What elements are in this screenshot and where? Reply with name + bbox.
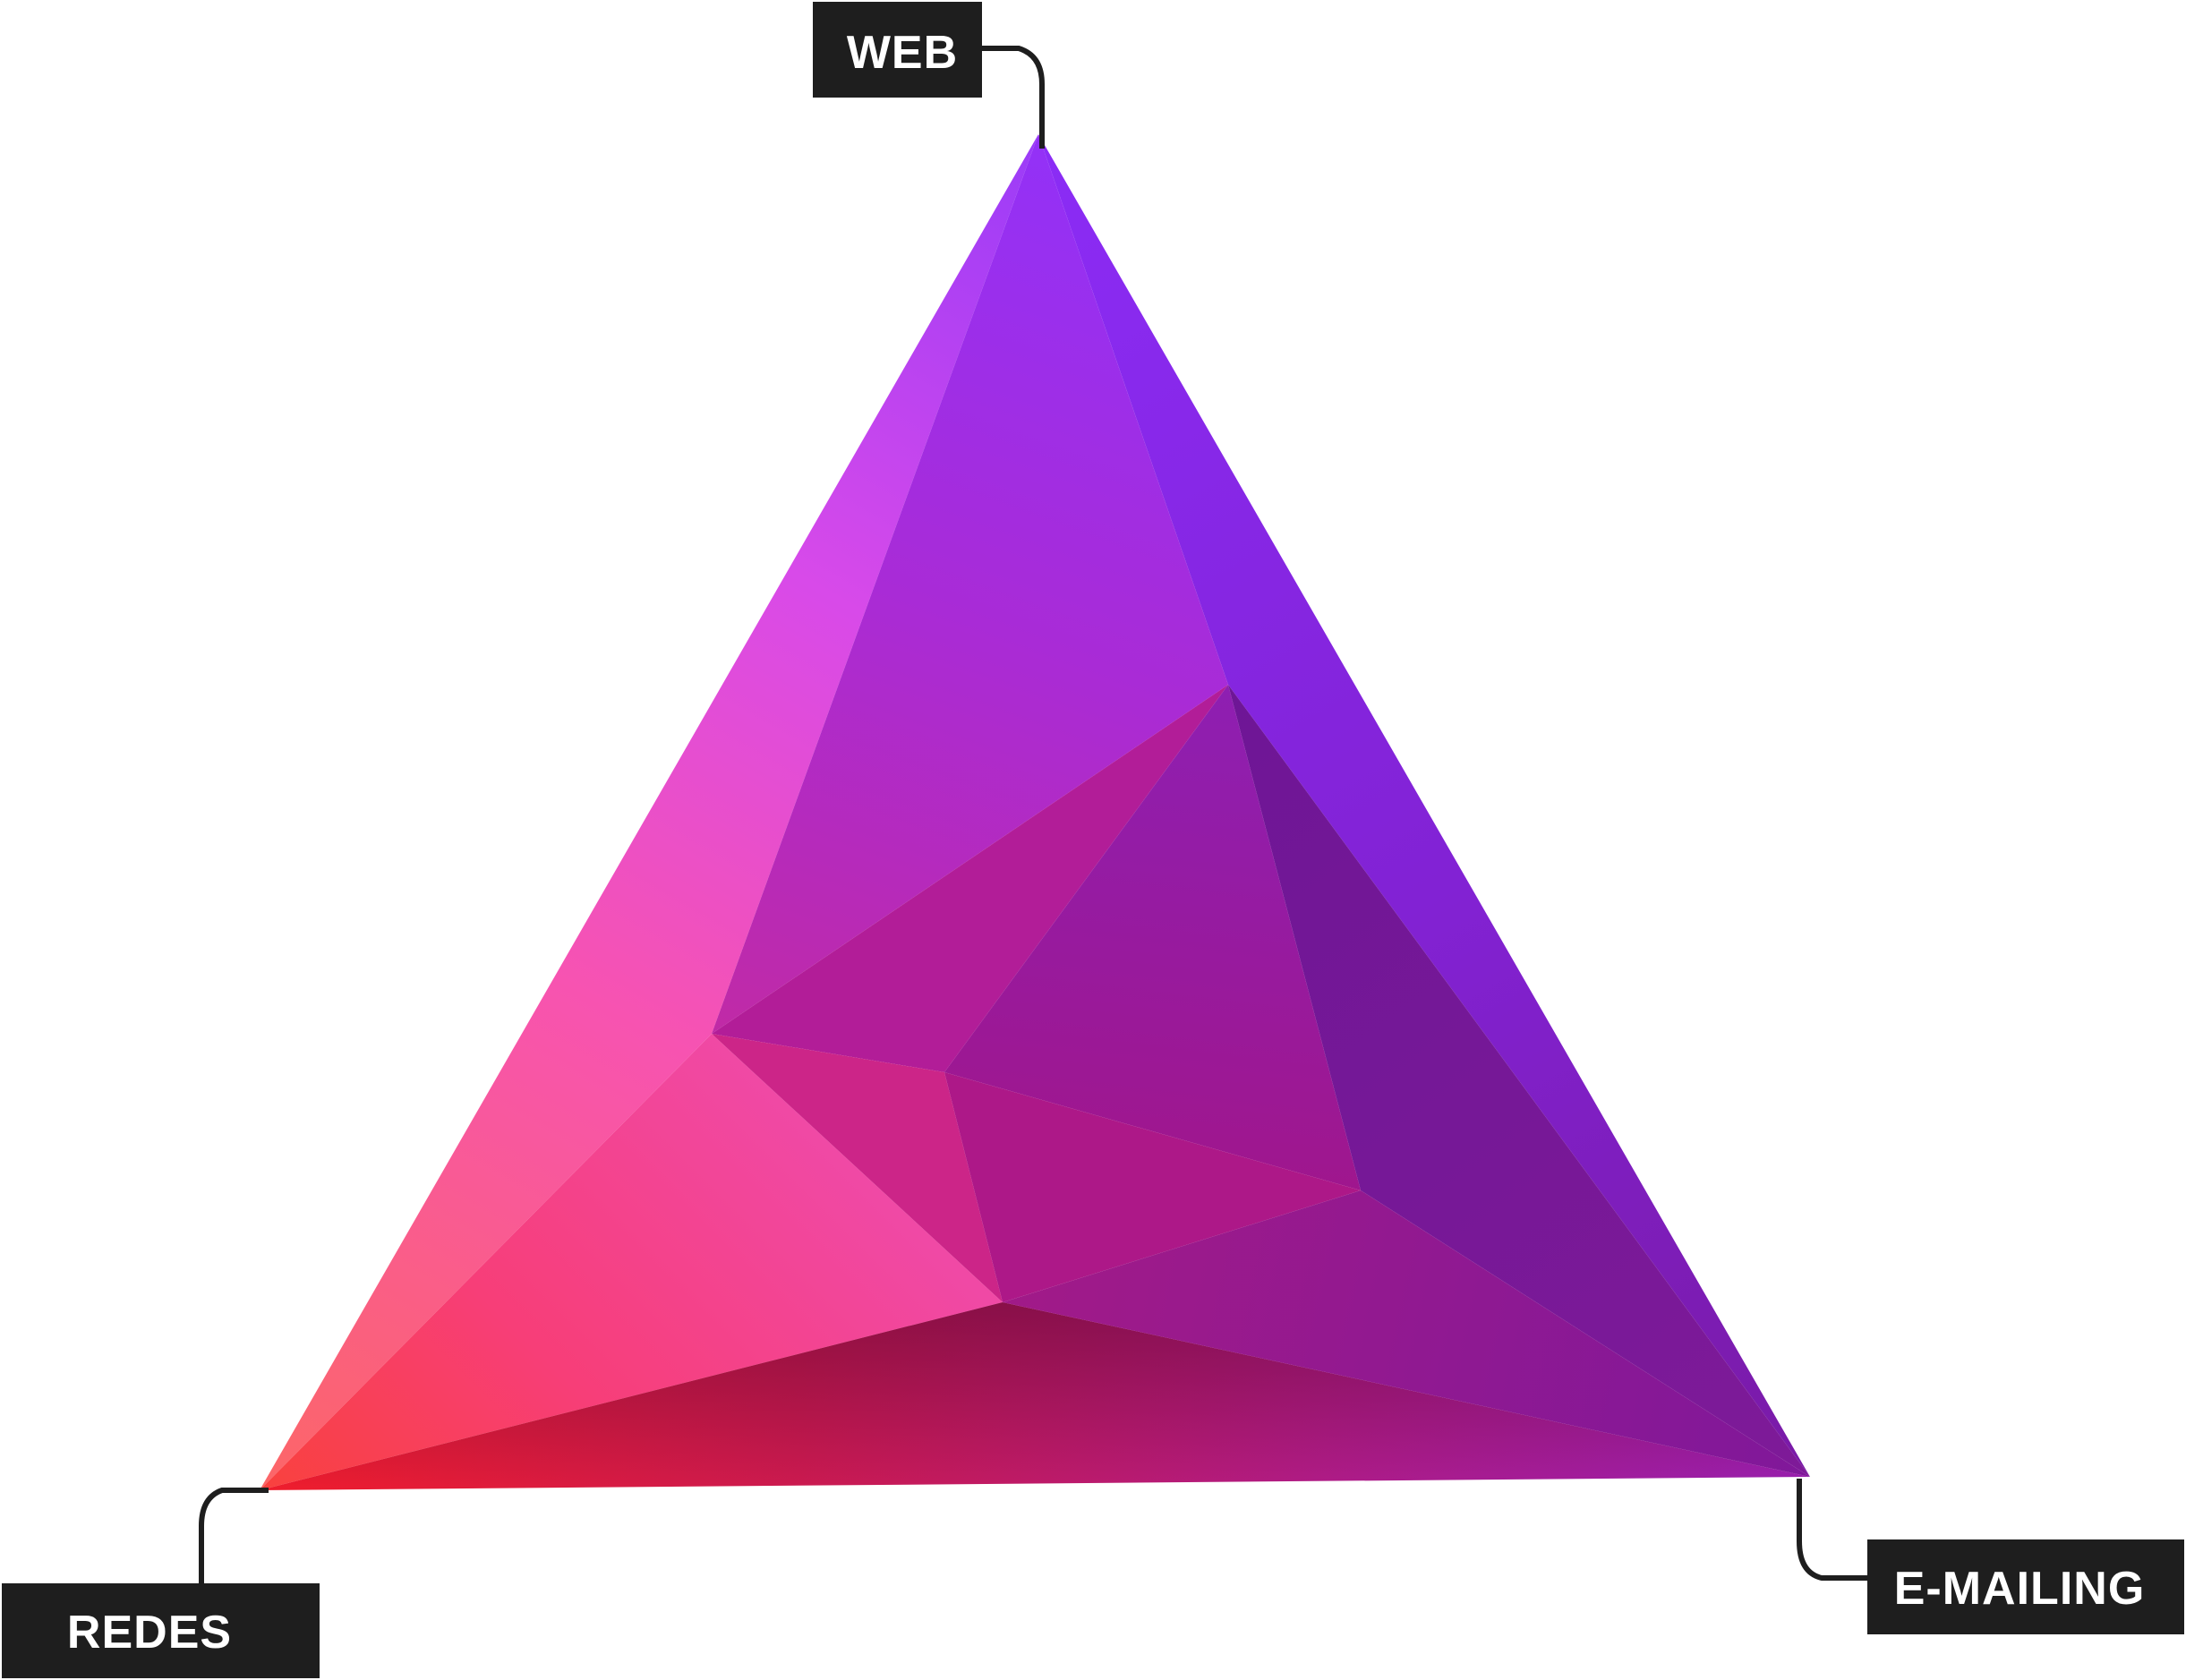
facet-bottom-shade bbox=[260, 1302, 1810, 1490]
facet-center-lower bbox=[944, 1072, 1361, 1302]
facet-right-face bbox=[1038, 134, 1810, 1477]
label-emailing: E-MAILING bbox=[1867, 1539, 2184, 1634]
facet-left-face bbox=[260, 134, 1038, 1490]
facet-center-lower-left bbox=[712, 1034, 1003, 1302]
label-redes: REDES bbox=[2, 1583, 320, 1678]
facet-lower-right bbox=[1003, 1190, 1810, 1477]
facet-inner-right bbox=[1228, 685, 1810, 1477]
label-web-text: WEB bbox=[847, 27, 958, 79]
facet-center-left bbox=[712, 685, 1228, 1072]
connector-redes bbox=[199, 1488, 269, 1584]
label-redes-text: REDES bbox=[67, 1607, 232, 1659]
connector-web bbox=[981, 46, 1045, 149]
label-web: WEB bbox=[813, 2, 982, 98]
connector-emailing bbox=[1797, 1479, 1868, 1581]
facet-upper-inner bbox=[712, 134, 1228, 1034]
label-redes-box bbox=[2, 1583, 320, 1678]
facet-lower-left bbox=[260, 1034, 1003, 1490]
facet-center bbox=[944, 685, 1361, 1190]
connectors bbox=[199, 46, 1868, 1584]
label-web-box bbox=[813, 2, 982, 98]
label-emailing-box bbox=[1867, 1539, 2184, 1634]
triangle-shape bbox=[260, 134, 1810, 1490]
label-emailing-text: E-MAILING bbox=[1894, 1563, 2146, 1615]
